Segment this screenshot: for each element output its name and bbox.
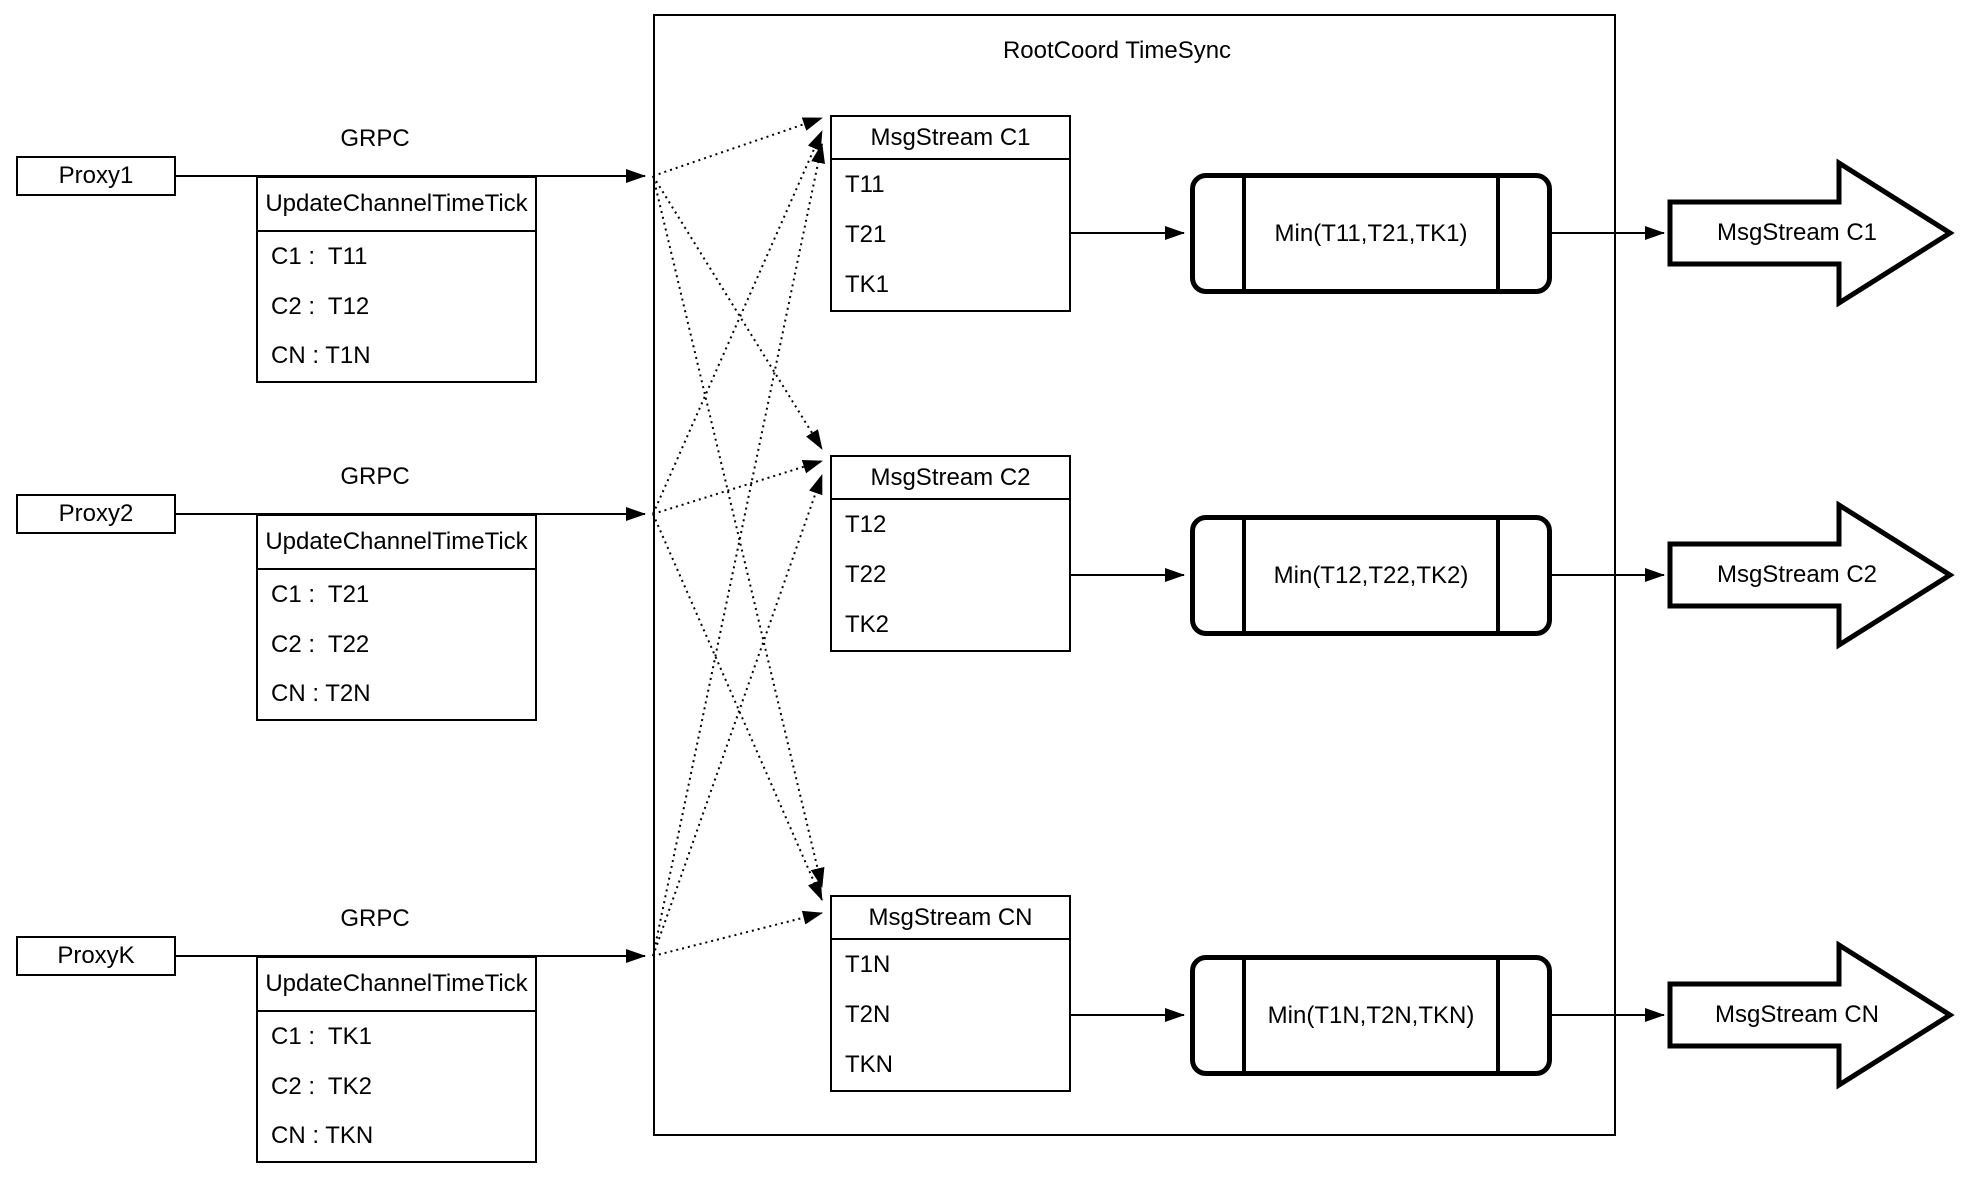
min-node-3: Min(T1N,T2N,TKN) <box>1190 955 1552 1076</box>
table-row: TK1 <box>845 271 890 298</box>
output-arrow-shape <box>1667 500 1955 650</box>
min-label: Min(T1N,T2N,TKN) <box>1267 1001 1475 1029</box>
table-row: TK2 <box>845 611 890 638</box>
min-label: Min(T12,T22,TK2) <box>1273 561 1469 589</box>
output-arrow-label-2: MsgStream C2 <box>1716 561 1878 588</box>
container-title: RootCoord TimeSync <box>1002 37 1232 64</box>
table-row: CN : T1N <box>271 342 371 370</box>
proxy-box-1: Proxy1 <box>16 156 176 196</box>
table-header: UpdateChannelTimeTick <box>258 178 535 232</box>
table-header: UpdateChannelTimeTick <box>258 516 535 570</box>
fan-line <box>652 460 823 515</box>
table-row: T11 <box>845 171 885 198</box>
proxy-box-k: ProxyK <box>16 936 176 976</box>
grpc-label-3: GRPC <box>340 905 410 932</box>
table-row: T21 <box>845 221 887 248</box>
divider <box>1242 520 1246 631</box>
fan-line <box>652 175 825 888</box>
table-row: CN : TKN <box>271 1122 374 1150</box>
table-row: T22 <box>845 561 887 588</box>
table-row: C2 : T22 <box>271 630 370 658</box>
divider <box>1496 520 1500 631</box>
table-row: C1 : T21 <box>271 580 370 608</box>
fan-line <box>652 175 823 450</box>
fan-line <box>652 143 825 957</box>
fan-line <box>652 130 823 515</box>
grpc-label-1: GRPC <box>340 125 410 152</box>
min-node-1: Min(T11,T21,TK1) <box>1190 173 1552 294</box>
output-arrow-label-1: MsgStream C1 <box>1716 219 1878 246</box>
fan-line <box>652 117 823 177</box>
fan-line <box>652 513 823 901</box>
min-to-output-connectors <box>1552 226 1665 1022</box>
msgstream-to-min-connectors <box>1071 226 1185 1022</box>
table-row: TKN <box>845 1051 893 1078</box>
msgstream-table-cn: MsgStream CN T1N T2N TKN <box>830 895 1071 1092</box>
divider <box>1242 960 1246 1071</box>
output-arrow-shape <box>1667 940 1955 1090</box>
table-row: C2 : TK2 <box>271 1072 372 1100</box>
grpc-label-2: GRPC <box>340 463 410 490</box>
fan-line <box>652 474 823 957</box>
msgstream-table-c1: MsgStream C1 T11 T21 TK1 <box>830 115 1071 312</box>
output-arrow-label-3: MsgStream CN <box>1714 1001 1880 1028</box>
table-header: UpdateChannelTimeTick <box>258 958 535 1012</box>
table-row: C1 : T11 <box>271 242 368 270</box>
table-row: C2 : T12 <box>271 292 370 320</box>
update-timetick-table-1: UpdateChannelTimeTick C1 : T11 C2 : T12 … <box>256 176 537 383</box>
table-row: T12 <box>845 511 887 538</box>
table-header: MsgStream C1 <box>832 117 1069 160</box>
fan-line <box>652 910 823 957</box>
dotted-fan-connectors <box>652 117 825 957</box>
divider <box>1496 178 1500 289</box>
update-timetick-table-2: UpdateChannelTimeTick C1 : T21 C2 : T22 … <box>256 514 537 721</box>
msgstream-table-c2: MsgStream C2 T12 T22 TK2 <box>830 455 1071 652</box>
min-node-2: Min(T12,T22,TK2) <box>1190 515 1552 636</box>
update-timetick-table-3: UpdateChannelTimeTick C1 : TK1 C2 : TK2 … <box>256 956 537 1163</box>
table-row: T2N <box>845 1001 891 1028</box>
table-header: MsgStream CN <box>832 897 1069 940</box>
table-header: MsgStream C2 <box>832 457 1069 500</box>
table-row: CN : T2N <box>271 680 371 708</box>
output-arrow-shape <box>1667 158 1955 308</box>
table-row: C1 : TK1 <box>271 1022 372 1050</box>
divider <box>1496 960 1500 1071</box>
proxy-box-2: Proxy2 <box>16 494 176 534</box>
divider <box>1242 178 1246 289</box>
table-row: T1N <box>845 951 891 978</box>
output-arrow-shapes <box>1667 158 1955 1090</box>
min-label: Min(T11,T21,TK1) <box>1274 219 1468 247</box>
